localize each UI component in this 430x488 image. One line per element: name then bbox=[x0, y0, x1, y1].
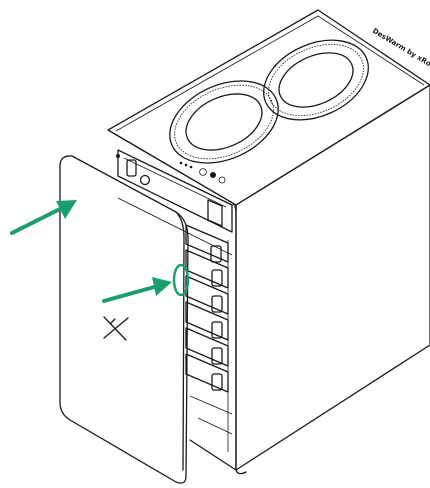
usb-port-icon bbox=[139, 174, 151, 186]
top-bay-handle[interactable] bbox=[207, 199, 223, 227]
chassis-right-face bbox=[235, 84, 430, 471]
drive-bay[interactable] bbox=[185, 224, 229, 263]
power-button[interactable] bbox=[126, 159, 137, 177]
arrow-lower bbox=[102, 277, 172, 303]
control-panel bbox=[116, 149, 233, 233]
status-leds bbox=[179, 161, 226, 184]
arrow-upper bbox=[10, 200, 77, 235]
front-door-panel[interactable] bbox=[59, 155, 189, 484]
fan-left bbox=[169, 80, 279, 164]
fan-right bbox=[263, 39, 369, 121]
front-led bbox=[116, 154, 120, 158]
x-logo-icon bbox=[103, 316, 129, 341]
drive-bay[interactable] bbox=[185, 249, 229, 289]
highlight-circle bbox=[172, 263, 190, 297]
chassis-front-face bbox=[107, 129, 237, 471]
drive-bays bbox=[117, 197, 233, 452]
chassis bbox=[107, 9, 430, 475]
